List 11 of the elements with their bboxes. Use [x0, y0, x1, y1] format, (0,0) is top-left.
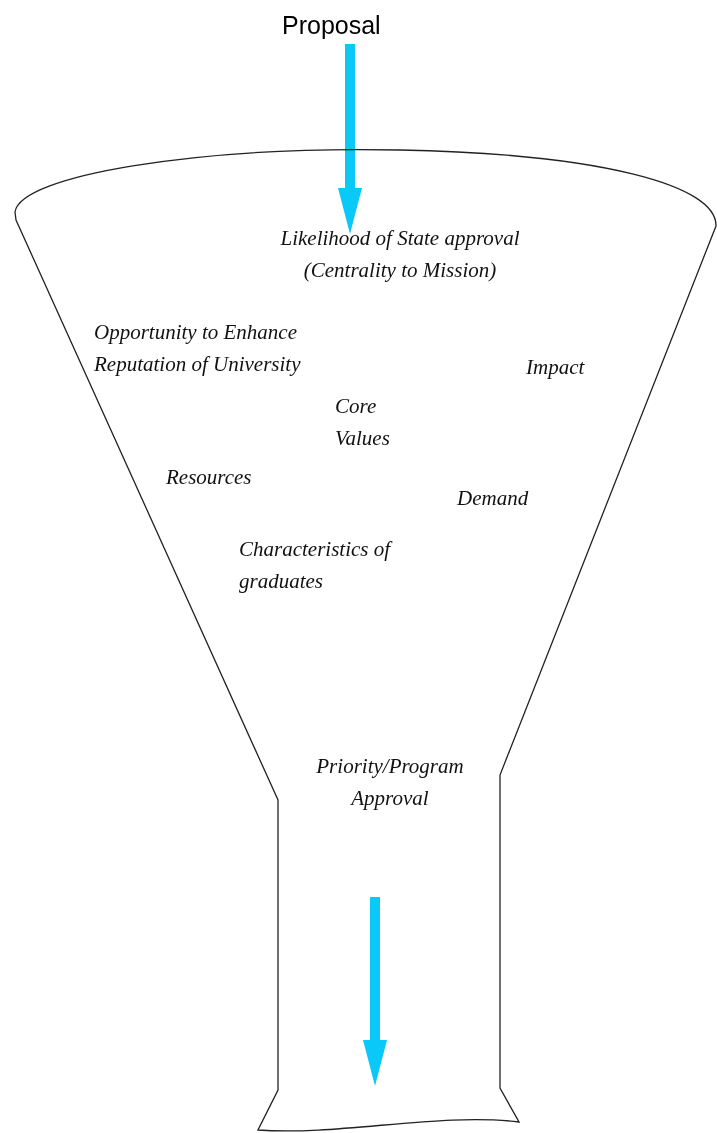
criterion-text: Core Values [335, 393, 391, 452]
criterion-text: Impact [526, 354, 586, 381]
criterion-text: Opportunity to Enhance Reputation of University [94, 319, 302, 378]
flow-arrow [363, 897, 387, 1086]
criterion-text: Resources [166, 464, 253, 491]
criterion-text: Demand [457, 485, 530, 512]
input-label: Proposal [282, 10, 410, 40]
flow-arrow [338, 44, 362, 234]
criterion-text: Likelihood of State approval (Centrality to Mission) [279, 225, 521, 284]
criterion-text: Priority/Program Approval [315, 753, 465, 812]
criterion-text: Characteristics of graduates [239, 536, 394, 595]
